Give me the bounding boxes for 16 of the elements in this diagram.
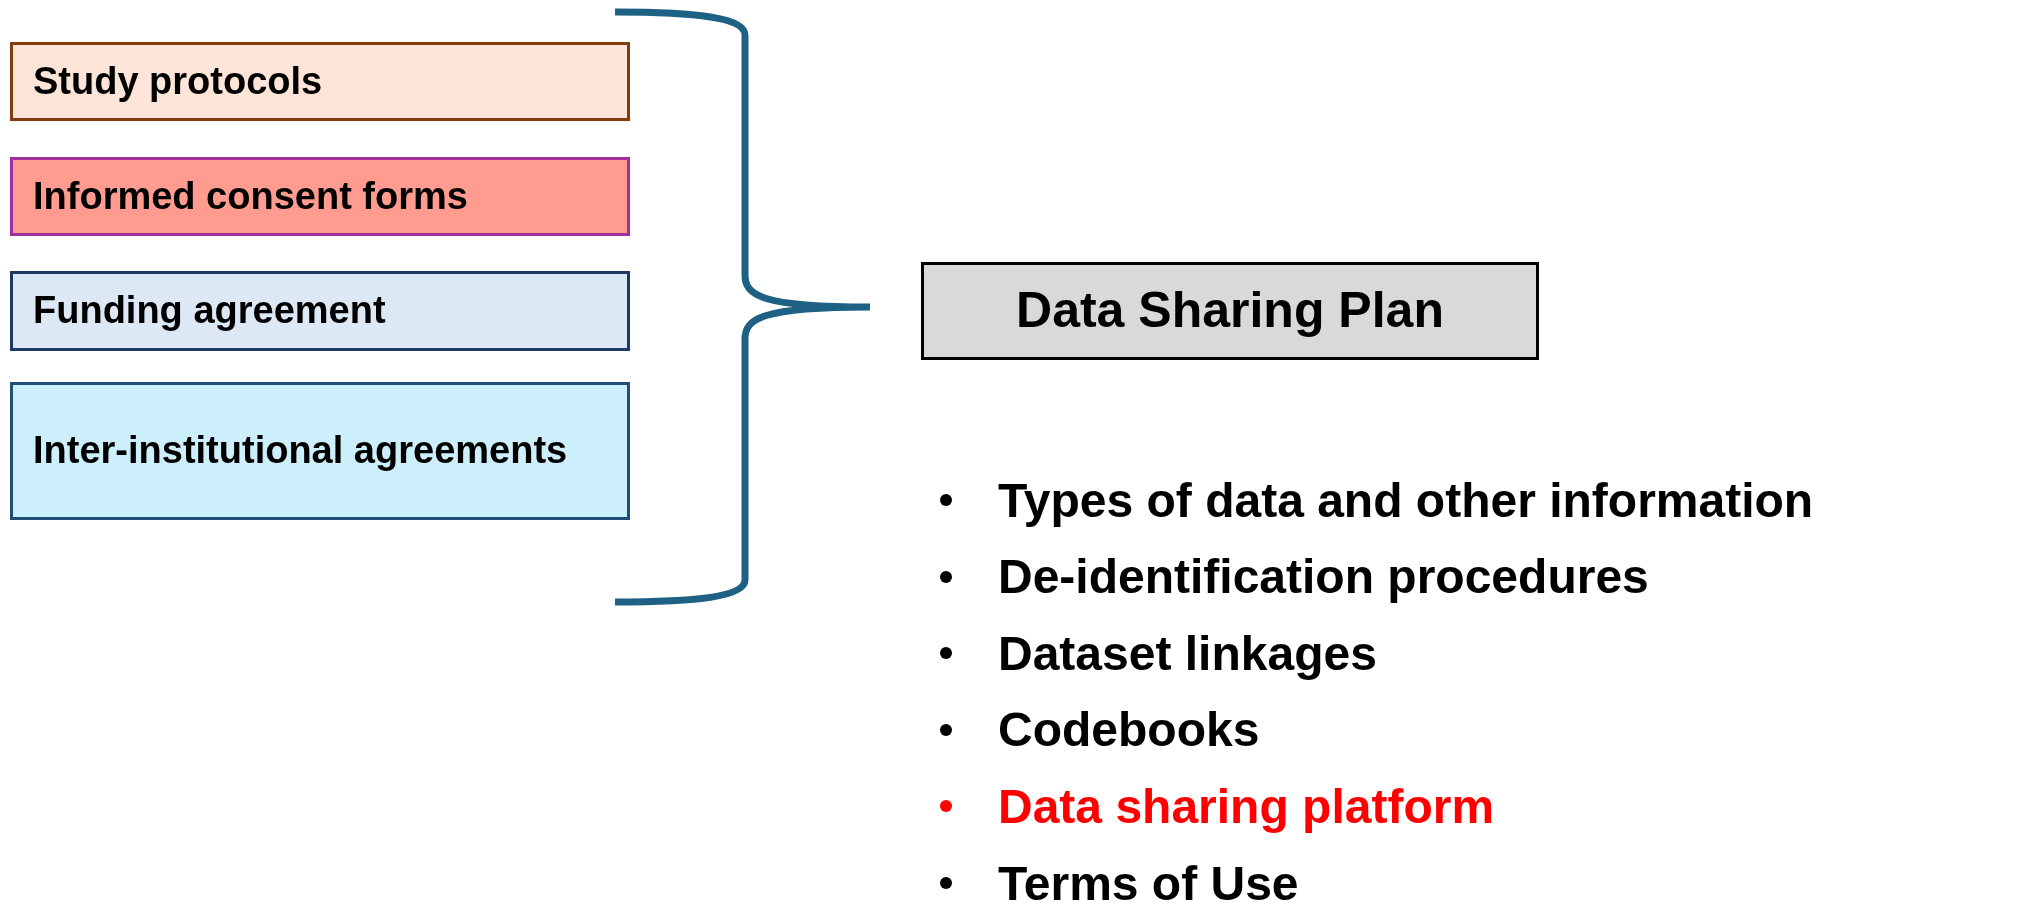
document-box bbox=[10, 157, 630, 236]
document-box bbox=[10, 271, 630, 351]
document-label: Funding agreement bbox=[33, 288, 386, 334]
document-box bbox=[10, 42, 630, 121]
list-item: De-identification procedures bbox=[998, 549, 1649, 605]
document-box bbox=[10, 382, 630, 520]
plan-title: Data Sharing Plan bbox=[1016, 281, 1444, 341]
list-item: Codebooks bbox=[998, 702, 1260, 758]
document-label: Inter-institutional agreements bbox=[33, 428, 568, 474]
list-item: Terms of Use bbox=[998, 855, 1299, 907]
list-item: Types of data and other information bbox=[998, 472, 1814, 528]
document-label: Informed consent forms bbox=[33, 173, 468, 219]
list-item: Dataset linkages bbox=[998, 625, 1377, 681]
plan-box bbox=[921, 262, 1539, 360]
document-label: Study protocols bbox=[33, 58, 323, 104]
list-item: Data sharing platform bbox=[998, 778, 1495, 834]
